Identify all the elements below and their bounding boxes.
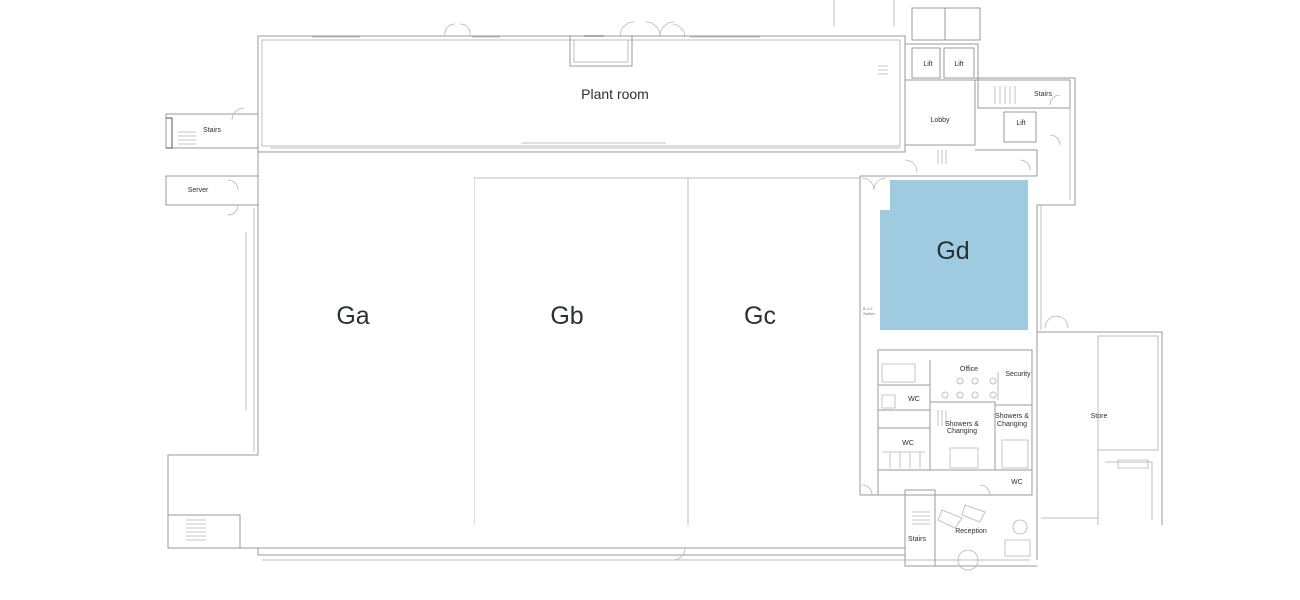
server-label: Server [188,187,209,194]
door-label: Switch [863,311,875,316]
lift-1-label: Lift [923,61,932,68]
stairs-bottom-label: Stairs [908,536,926,543]
showers-1-label-line1: Showers & [945,421,979,428]
unit-gb[interactable]: Gb [475,179,687,525]
unit-ga-label: Ga [336,302,369,330]
reception-label: Reception [955,528,987,535]
unit-gd-label: Gd [936,237,969,265]
showers-2-label-line2: Changing [997,421,1027,428]
security-label: Security [1005,371,1031,378]
lobby-label: Lobby [930,117,950,124]
plant-room-label: Plant room [581,86,649,102]
unit-gd-highlight [880,180,1028,330]
unit-gb-label: Gb [550,302,583,330]
stairs-left-label: Stairs [203,127,221,134]
building-outline: B-J-4 Switch [165,0,1163,571]
wc-1-label: WC [908,396,920,403]
lift-3-label: Lift [1016,120,1025,127]
unit-gc-label: Gc [744,302,776,330]
showers-2-label-line1: Showers & [995,413,1029,420]
unit-gd[interactable]: Gd [880,180,1028,330]
unit-gc[interactable]: Gc [689,179,859,525]
unit-ga[interactable]: Ga [262,178,474,525]
wc-2-label: WC [902,440,914,447]
wc-3-label: WC [1011,479,1023,486]
showers-1-label-line2: Changing [947,428,977,435]
office-label: Office [960,366,978,373]
store-label: Store [1091,413,1108,420]
door-label: B-J-4 [863,306,873,311]
lift-2-label: Lift [954,61,963,68]
room-labels: Plant room Stairs Server Lift Lift Lobby… [188,61,1108,543]
stairs-right-label: Stairs [1034,91,1052,98]
